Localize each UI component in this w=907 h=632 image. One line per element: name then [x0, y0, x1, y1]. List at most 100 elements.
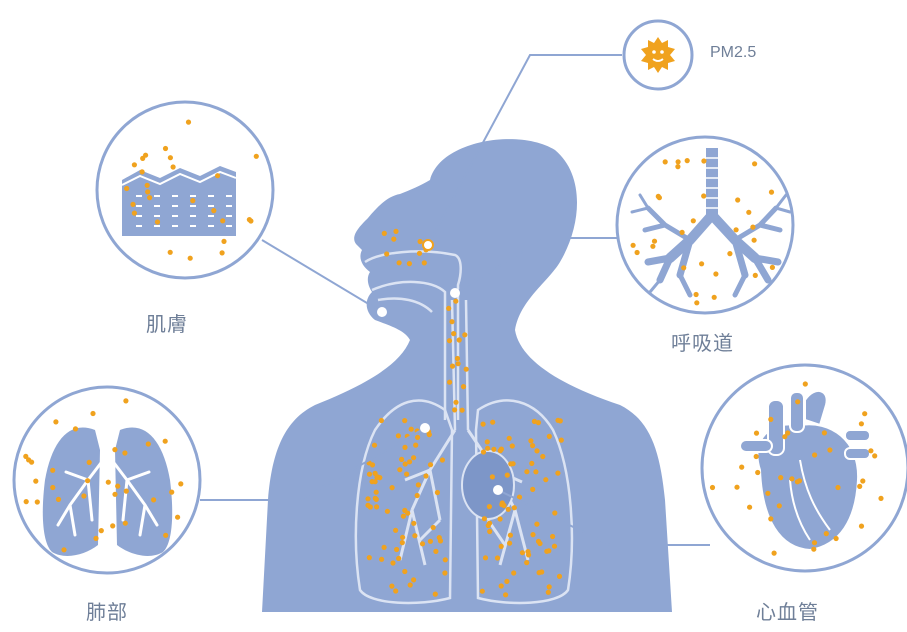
particle-dot [115, 484, 120, 489]
particle-dot [536, 420, 541, 425]
particle-dot [455, 356, 460, 361]
skin-cell-mark [208, 225, 214, 227]
particle-dot [106, 480, 111, 485]
particle-dot [464, 367, 469, 372]
particle-dot [777, 503, 782, 508]
particle-dot [385, 509, 390, 514]
particle-dot [735, 197, 740, 202]
human-silhouette [262, 139, 672, 612]
skin-cell-mark [136, 205, 142, 207]
particle-dot [785, 430, 790, 435]
particle-dot [635, 250, 640, 255]
particle-dot [676, 159, 681, 164]
particle-dot [534, 448, 539, 453]
particle-dot [404, 472, 409, 477]
particle-dot [122, 450, 127, 455]
particle-dot [552, 510, 557, 515]
particle-dot [511, 570, 516, 575]
particle-dot [73, 426, 78, 431]
particle-dot [540, 454, 545, 459]
particle-dot [396, 433, 401, 438]
particle-dot [699, 261, 704, 266]
particle-dot [168, 250, 173, 255]
particle-dot [824, 531, 829, 536]
skin-cell-mark [136, 195, 142, 197]
particle-dot [499, 502, 504, 507]
airway-bronchi-icon [617, 137, 793, 313]
particle-dot [438, 538, 443, 543]
particle-dot [534, 522, 539, 527]
particle-dot [24, 499, 29, 504]
particle-dot [739, 465, 744, 470]
skin-cell-mark [154, 225, 160, 227]
particle-dot [53, 419, 58, 424]
particle-dot [35, 499, 40, 504]
particle-dot [685, 158, 690, 163]
particle-dot [769, 190, 774, 195]
particle-dot [90, 411, 95, 416]
airway-origin-dot [450, 288, 460, 298]
particle-dot [374, 490, 379, 495]
particle-dot [450, 364, 455, 369]
particle-dot [409, 427, 414, 432]
particle-dot [546, 590, 551, 595]
particle-dot [857, 484, 862, 489]
particle-dot [550, 534, 555, 539]
particle-dot [868, 448, 873, 453]
particle-dot [812, 540, 817, 545]
particle-dot [681, 265, 686, 270]
particle-dot [433, 592, 438, 597]
particle-dot [505, 473, 510, 478]
particle-dot [188, 256, 193, 261]
particle-dot [753, 273, 758, 278]
particle-dot [427, 432, 432, 437]
particle-dot [547, 584, 552, 589]
particle-dot [452, 407, 457, 412]
skin-cell-mark [208, 205, 214, 207]
skin-origin-dot [377, 307, 387, 317]
particle-dot [443, 557, 448, 562]
skin-cell-mark [136, 215, 142, 217]
particle-dot [186, 120, 191, 125]
skin-cell-mark [172, 195, 178, 197]
particle-dot [482, 516, 487, 521]
particle-dot [557, 574, 562, 579]
particle-dot [834, 536, 839, 541]
particle-dot [528, 438, 533, 443]
particle-dot [712, 295, 717, 300]
particle-dot [368, 504, 373, 509]
particle-dot [221, 239, 226, 244]
particle-dot [481, 449, 486, 454]
particle-dot [389, 584, 394, 589]
particle-dot [211, 208, 216, 213]
particle-dot [481, 422, 486, 427]
particle-dot [456, 361, 461, 366]
skin-cell-mark [226, 195, 232, 197]
skin-cell-mark [226, 215, 232, 217]
particle-dot [169, 490, 174, 495]
particle-dot [498, 516, 503, 521]
particle-dot [710, 485, 715, 490]
particle-dot [87, 460, 92, 465]
skin-closeup-icon [97, 102, 273, 278]
particle-dot [752, 161, 757, 166]
heart-origin-dot [493, 485, 503, 495]
particle-dot [423, 473, 428, 478]
particle-dot [811, 547, 816, 552]
heart-icon [702, 365, 907, 571]
particle-dot [155, 219, 160, 224]
particle-dot [859, 421, 864, 426]
particle-dot [382, 545, 387, 550]
particle-dot [145, 189, 150, 194]
particle-dot [490, 420, 495, 425]
particle-dot [123, 398, 128, 403]
particle-dot [407, 459, 412, 464]
particle-dot [50, 468, 55, 473]
particle-dot [367, 555, 372, 560]
particle-dot [650, 244, 655, 249]
particle-dot [860, 478, 865, 483]
particle-dot [374, 504, 379, 509]
particle-dot [390, 560, 395, 565]
skin-cell-mark [136, 225, 142, 227]
